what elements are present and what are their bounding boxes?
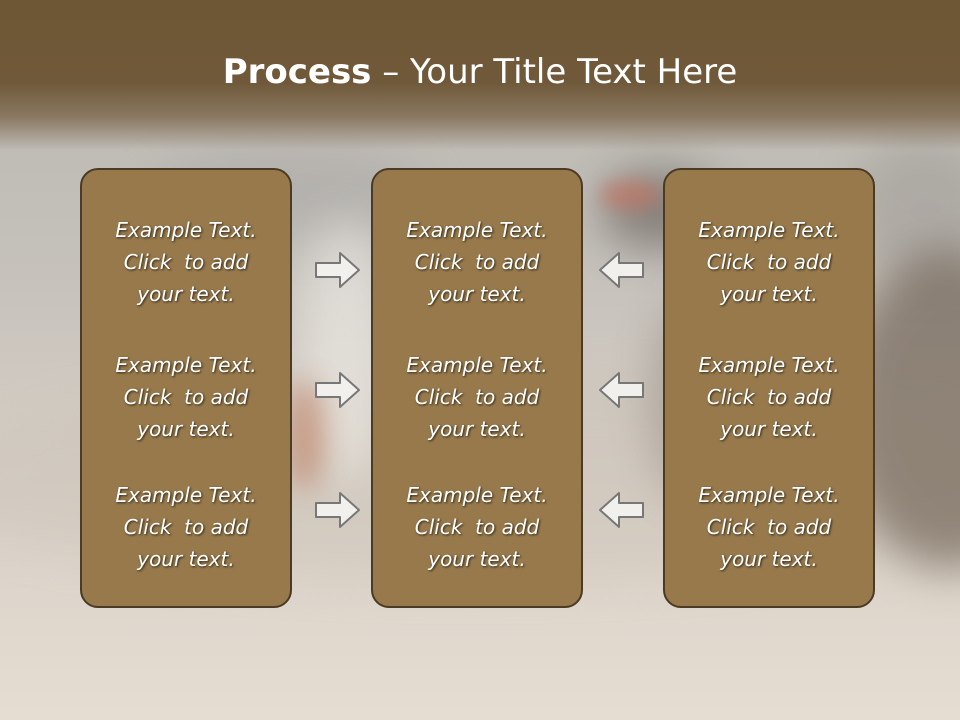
text-line: Click to add — [414, 250, 540, 274]
text-line: Example Text. — [698, 353, 840, 377]
text-line: Click to add — [706, 385, 832, 409]
process-box-right[interactable]: Example Text. Click to add your text. Ex… — [663, 168, 875, 608]
text-placeholder[interactable]: Example Text. Click to add your text. — [373, 214, 581, 310]
arrow-right-icon — [315, 372, 360, 408]
process-box-left[interactable]: Example Text. Click to add your text. Ex… — [80, 168, 292, 608]
title-banner: Process – Your Title Text Here — [0, 0, 960, 150]
process-box-center[interactable]: Example Text. Click to add your text. Ex… — [371, 168, 583, 608]
text-line: your text. — [720, 282, 818, 306]
text-line: Example Text. — [406, 483, 548, 507]
text-placeholder[interactable]: Example Text. Click to add your text. — [373, 349, 581, 445]
text-line: Example Text. — [698, 218, 840, 242]
text-line: Click to add — [123, 250, 249, 274]
text-line: Click to add — [123, 515, 249, 539]
text-line: Example Text. — [698, 483, 840, 507]
text-line: Click to add — [414, 515, 540, 539]
slide-title[interactable]: Process – Your Title Text Here — [0, 52, 960, 92]
text-placeholder[interactable]: Example Text. Click to add your text. — [665, 349, 873, 445]
arrow-left-icon — [599, 372, 644, 408]
arrow-right-icon — [315, 252, 360, 288]
text-placeholder[interactable]: Example Text. Click to add your text. — [82, 479, 290, 575]
text-line: Example Text. — [115, 353, 257, 377]
text-placeholder[interactable]: Example Text. Click to add your text. — [82, 214, 290, 310]
arrow-right-icon — [315, 492, 360, 528]
text-line: Click to add — [123, 385, 249, 409]
text-line: your text. — [720, 547, 818, 571]
background-blur — [600, 180, 660, 210]
text-line: Click to add — [414, 385, 540, 409]
text-line: your text. — [428, 282, 526, 306]
text-line: Example Text. — [115, 483, 257, 507]
text-line: your text. — [137, 282, 235, 306]
text-placeholder[interactable]: Example Text. Click to add your text. — [665, 479, 873, 575]
text-placeholder[interactable]: Example Text. Click to add your text. — [665, 214, 873, 310]
text-line: Example Text. — [406, 218, 548, 242]
text-line: Click to add — [706, 250, 832, 274]
text-placeholder[interactable]: Example Text. Click to add your text. — [82, 349, 290, 445]
text-line: Example Text. — [115, 218, 257, 242]
arrow-left-icon — [599, 252, 644, 288]
text-line: your text. — [137, 547, 235, 571]
text-placeholder[interactable]: Example Text. Click to add your text. — [373, 479, 581, 575]
text-line: your text. — [428, 417, 526, 441]
text-line: your text. — [720, 417, 818, 441]
arrow-left-icon — [599, 492, 644, 528]
title-bold: Process — [222, 52, 372, 92]
title-rest: – Your Title Text Here — [371, 52, 738, 92]
text-line: your text. — [428, 547, 526, 571]
text-line: your text. — [137, 417, 235, 441]
text-line: Click to add — [706, 515, 832, 539]
text-line: Example Text. — [406, 353, 548, 377]
